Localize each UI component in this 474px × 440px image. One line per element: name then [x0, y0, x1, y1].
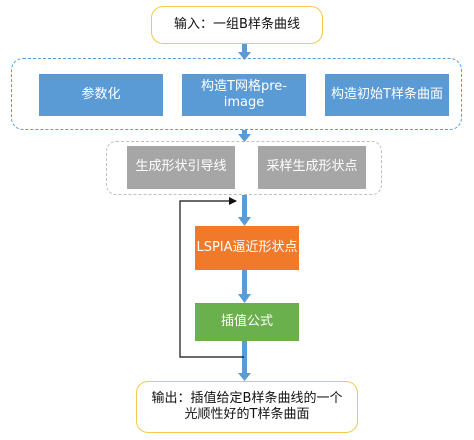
shape-guide-node: 生成形状引导线 — [127, 146, 235, 189]
shape-sampling-group — [106, 141, 382, 195]
shape-guide-node-label: 生成形状引导线 — [135, 159, 227, 175]
parametrize-node-label: 参数化 — [81, 86, 121, 102]
feedback-loop-line — [179, 197, 244, 358]
construct-preimage-node: 构造T网格pre-image — [182, 74, 306, 116]
preprocessing-group — [11, 58, 462, 130]
interpolation-node-label: 插值公式 — [220, 313, 273, 329]
construct-preimage-node-label: 构造T网格pre-image — [201, 78, 287, 110]
arrow-lspia-to-interpolation — [238, 270, 251, 303]
construct-initial-surface-node-label: 构造初始T样条曲面 — [331, 86, 443, 102]
arrow-sampling-to-lspia — [238, 195, 251, 226]
sample-points-node: 采样生成形状点 — [258, 146, 366, 189]
input-node-label: 输入：一组B样条曲线 — [174, 16, 300, 32]
sample-points-node-label: 采样生成形状点 — [266, 159, 358, 175]
arrow-interpolation-to-output — [238, 341, 251, 381]
input-node: 输入：一组B样条曲线 — [151, 6, 323, 44]
arrow-group-to-sampling — [238, 130, 251, 142]
construct-initial-surface-node: 构造初始T样条曲面 — [325, 74, 449, 116]
output-node-label: 输出：插值给定B样条曲线的一个光顺性好的T样条曲面 — [151, 390, 343, 422]
output-node: 输出：插值给定B样条曲线的一个光顺性好的T样条曲面 — [136, 381, 358, 433]
lspia-node: LSPIA逼近形状点 — [195, 226, 299, 270]
arrow-input-to-group — [238, 44, 251, 60]
interpolation-node: 插值公式 — [195, 303, 299, 341]
parametrize-node: 参数化 — [39, 74, 163, 116]
lspia-node-label: LSPIA逼近形状点 — [196, 239, 298, 255]
